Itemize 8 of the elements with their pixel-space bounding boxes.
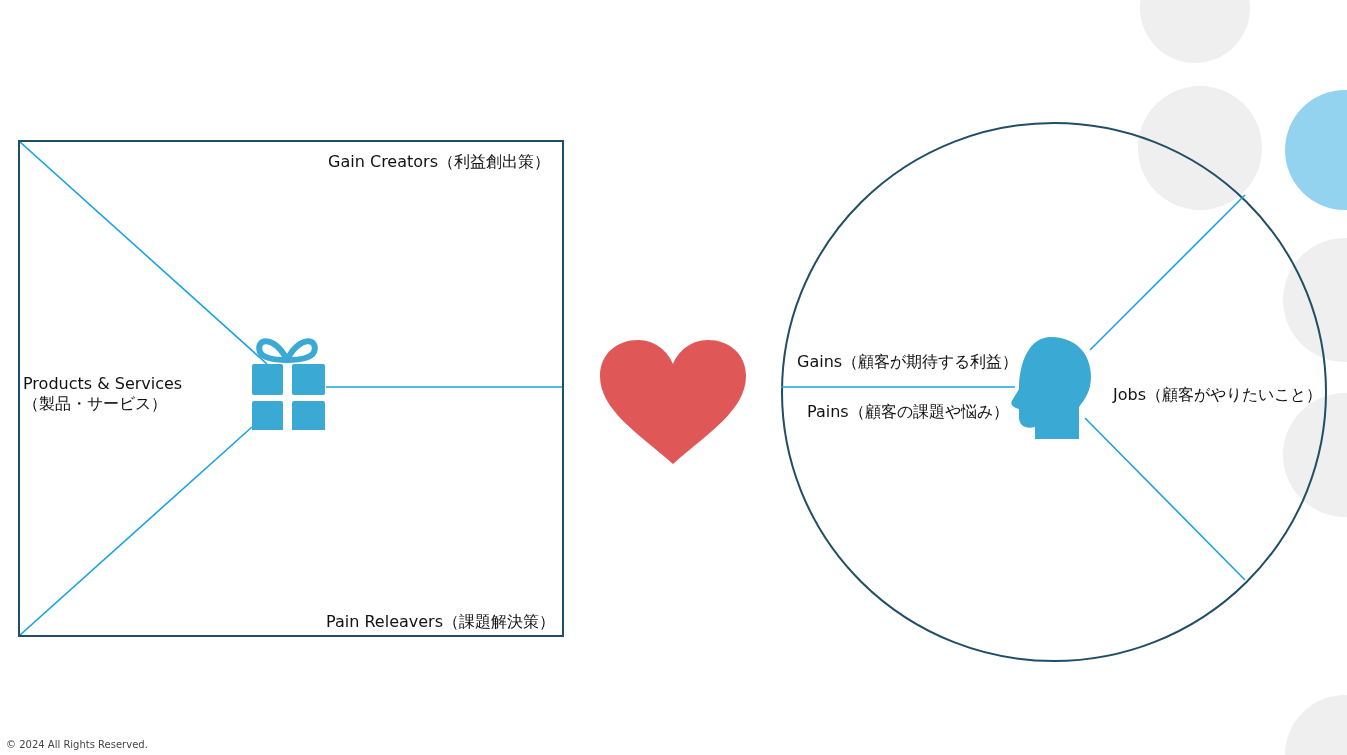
value-map-box (18, 140, 564, 637)
section-label: Jobs（顧客がやりたいこと） (1113, 385, 1322, 405)
section-label: Gains（顧客が期待する利益） (797, 352, 1019, 372)
section-label: Pain Releavers（課題解決策） (326, 612, 555, 632)
section-label: Gain Creators（利益創出策） (328, 152, 550, 172)
copyright-note: © 2024 All Rights Reserved. (6, 738, 148, 752)
section-label: Pains（顧客の課題や悩み） (807, 402, 1009, 422)
section-label: Products & Services （製品・サービス） (23, 374, 184, 414)
